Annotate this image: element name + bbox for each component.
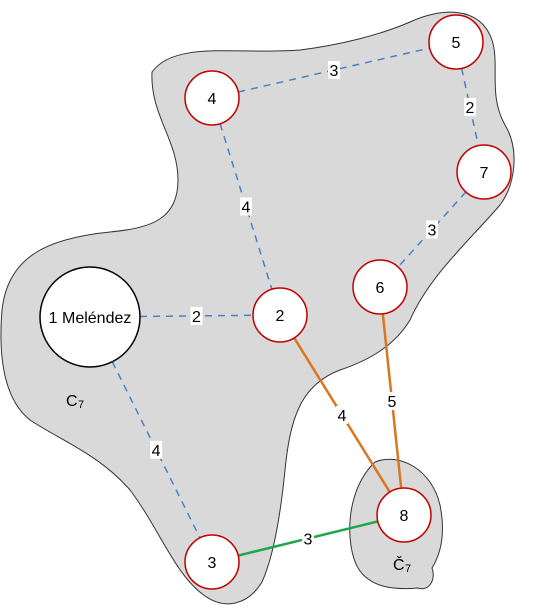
edge-n7-n6 bbox=[397, 191, 467, 268]
edge-n4-n5 bbox=[238, 47, 430, 93]
node-circle[interactable] bbox=[352, 259, 408, 315]
edge-n1-n3 bbox=[111, 361, 201, 539]
node-n6[interactable]: 6 bbox=[352, 259, 408, 315]
node-circle[interactable] bbox=[252, 287, 308, 343]
edge-weight-bg bbox=[190, 306, 203, 325]
edge-weight-label: 3 bbox=[330, 63, 339, 80]
node-n2[interactable]: 2 bbox=[252, 287, 308, 343]
node-n7[interactable]: 7 bbox=[456, 144, 512, 200]
node-n3[interactable]: 3 bbox=[184, 534, 240, 590]
node-label: 3 bbox=[208, 555, 217, 572]
node-n5[interactable]: 5 bbox=[428, 14, 484, 70]
edge-weight-label: 3 bbox=[304, 532, 313, 549]
node-label: 8 bbox=[400, 508, 409, 525]
node-n1[interactable]: 1 Meléndez bbox=[39, 266, 141, 368]
node-label: 1 Meléndez bbox=[49, 310, 132, 327]
region-label-c7-sub: 7 bbox=[78, 399, 84, 411]
edge-weight-label: 4 bbox=[242, 200, 251, 217]
node-circle[interactable] bbox=[39, 266, 141, 368]
edge-weight-bg bbox=[464, 98, 476, 116]
node-n4[interactable]: 4 bbox=[184, 70, 240, 126]
edge-weight-label: 5 bbox=[388, 394, 397, 411]
node-circle[interactable] bbox=[456, 144, 512, 200]
region-label-c7-caron-sub: 7 bbox=[405, 563, 411, 575]
node-n8[interactable]: 8 bbox=[376, 487, 432, 543]
region-label-c7: C 7 bbox=[66, 393, 84, 411]
node-label: 2 bbox=[276, 308, 285, 325]
edge-n4-n2 bbox=[219, 123, 273, 290]
node-label: 4 bbox=[208, 91, 217, 108]
edge-weight-label: 2 bbox=[192, 309, 201, 326]
node-label: 6 bbox=[376, 280, 385, 297]
edge-weight-bg bbox=[426, 220, 438, 239]
node-circle[interactable] bbox=[376, 487, 432, 543]
edge-weight-bg bbox=[328, 61, 340, 79]
edge-weight-label: 4 bbox=[152, 443, 161, 460]
edge-weight-bg bbox=[240, 197, 252, 216]
edge-weight-bg bbox=[336, 406, 348, 424]
node-circle[interactable] bbox=[184, 70, 240, 126]
region-label-c7-main: C bbox=[66, 393, 78, 410]
region-label-c7-caron-main: Č bbox=[393, 555, 405, 574]
node-label: 5 bbox=[452, 35, 461, 52]
edge-weight-bg bbox=[386, 392, 398, 410]
edge-weight-bg bbox=[150, 440, 163, 459]
edge-weight-bg bbox=[302, 529, 314, 548]
node-circle[interactable] bbox=[428, 14, 484, 70]
region-label-c7-caron: Č 7 bbox=[393, 555, 411, 575]
node-circle[interactable] bbox=[184, 534, 240, 590]
node-label: 7 bbox=[480, 165, 489, 182]
edge-weight-label: 2 bbox=[466, 100, 475, 117]
edge-weight-label: 3 bbox=[428, 223, 437, 240]
edge-weight-label: 4 bbox=[338, 408, 347, 425]
